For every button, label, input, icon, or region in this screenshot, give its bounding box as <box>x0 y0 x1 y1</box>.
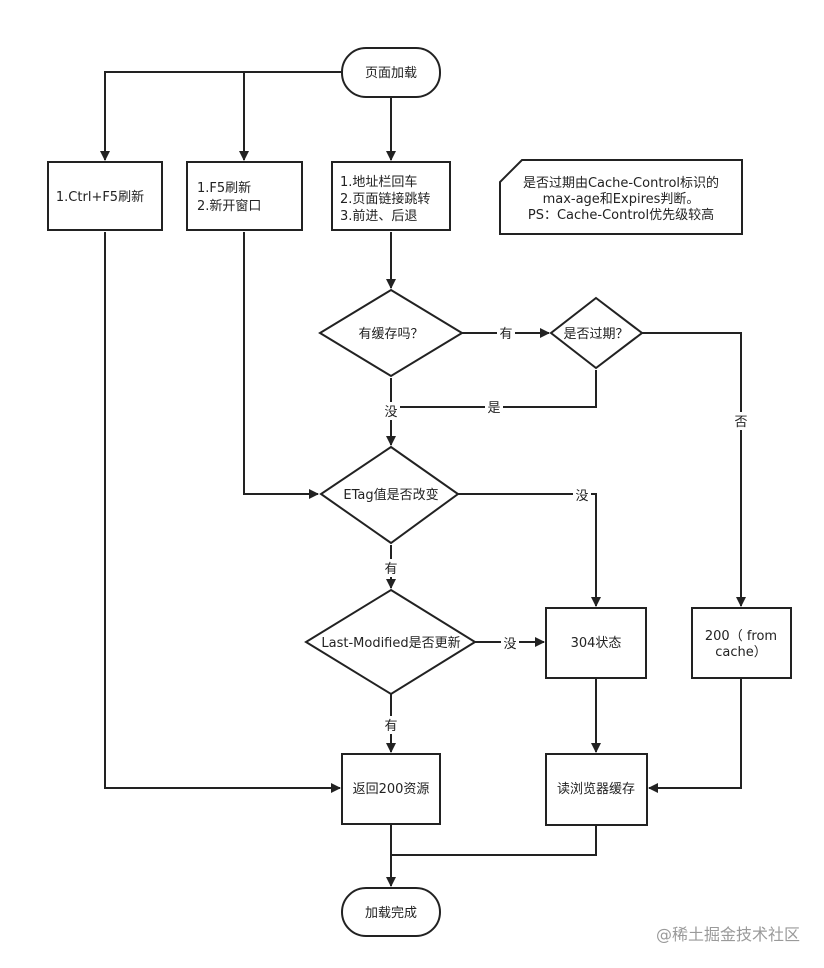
node-address-line1: 1.地址栏回车 <box>340 174 417 190</box>
node-expired-label: 是否过期？ <box>563 327 628 342</box>
node-f5: 1.F5刷新 2.新开窗口 <box>186 161 303 231</box>
edge-label-etag-yes: 有 <box>384 562 397 577</box>
node-expired: 是否过期？ <box>549 296 644 370</box>
edge-label-expired-yes: 是 <box>487 401 500 416</box>
node-start: 页面加载 <box>341 47 441 98</box>
node-f5-line1: 1.F5刷新 <box>197 180 251 196</box>
edge-label-expired-no: 否 <box>734 415 747 430</box>
node-has-cache-label: 有缓存吗？ <box>358 327 423 342</box>
node-return-200: 返回200资源 <box>341 753 441 825</box>
note-line1: 是否过期由Cache-Control标识的 <box>523 175 719 191</box>
edge-label-lm-yes: 有 <box>384 719 397 734</box>
node-ctrl-f5: 1.Ctrl+F5刷新 <box>47 161 163 231</box>
edge-label-etag-no: 没 <box>575 489 588 504</box>
edge-f5-to-etag <box>243 232 319 499</box>
node-last-modified-label: Last-Modified是否更新 <box>321 635 460 651</box>
node-return-200-label: 返回200资源 <box>353 782 430 797</box>
node-from-cache: 200（ from cache） <box>691 607 792 679</box>
node-done-label: 加载完成 <box>365 906 417 921</box>
node-f5-line2: 2.新开窗口 <box>197 198 261 214</box>
note-cache-control: 是否过期由Cache-Control标识的 max-age和Expires判断。… <box>499 159 743 235</box>
node-address-line2: 2.页面链接跳转 <box>340 191 430 207</box>
edge-label-has-cache-no: 没 <box>384 405 397 420</box>
edge-ctrl-f5-to-return-200 <box>104 232 341 793</box>
node-read-cache-label: 读浏览器缓存 <box>557 781 635 797</box>
node-address: 1.地址栏回车 2.页面链接跳转 3.前进、后退 <box>331 161 451 231</box>
node-status-304-label: 304状态 <box>571 636 622 651</box>
node-from-cache-line1: 200（ from <box>705 629 777 644</box>
node-address-line3: 3.前进、后退 <box>340 208 417 224</box>
node-read-cache: 读浏览器缓存 <box>545 753 648 826</box>
nodes: 页面加载 1.Ctrl+F5刷新 1.F5刷新 2.新开窗口 1.地址栏回车 2… <box>47 47 792 937</box>
node-has-cache: 有缓存吗？ <box>318 288 464 378</box>
edge-labels: 有 没 是 否 没 有 没 有 <box>382 324 750 734</box>
edge-label-lm-no: 没 <box>503 637 516 652</box>
node-etag: ETag值是否改变 <box>319 445 460 545</box>
note-line2: max-age和Expires判断。 <box>543 192 700 207</box>
edge-from-cache-to-read-cache <box>648 678 742 793</box>
edge-expired-no <box>642 332 746 607</box>
watermark-text: @稀土掘金技术社区 <box>656 925 800 944</box>
node-from-cache-line2: cache） <box>715 645 767 660</box>
edge-read-cache-to-done <box>391 825 597 856</box>
edge-etag-to-304 <box>458 493 601 607</box>
note-line3: PS：Cache-Control优先级较高 <box>528 207 714 223</box>
node-etag-label: ETag值是否改变 <box>343 487 438 503</box>
node-last-modified: Last-Modified是否更新 <box>304 588 477 696</box>
edge-expired-yes <box>391 370 597 408</box>
edge-label-has-cache-yes: 有 <box>499 327 512 342</box>
edge-start-to-ctrl-f5 <box>100 71 342 161</box>
node-status-304: 304状态 <box>545 607 647 679</box>
node-ctrl-f5-label: 1.Ctrl+F5刷新 <box>56 189 144 205</box>
node-done: 加载完成 <box>341 887 441 937</box>
node-start-label: 页面加载 <box>365 66 417 81</box>
